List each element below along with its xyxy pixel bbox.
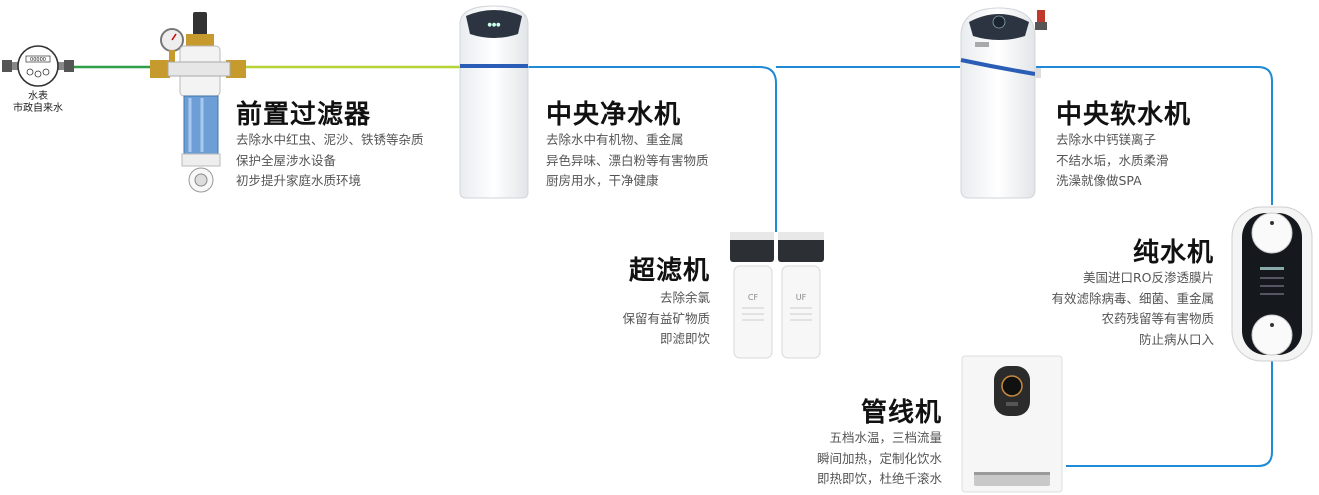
pipeline-desc: 五档水温，三档流量 瞬间加热，定制化饮水 即热即饮，杜绝千滚水: [772, 428, 942, 490]
meter-label-1: 水表: [28, 91, 48, 102]
cartridge-label-cf: CF: [748, 293, 759, 302]
prefilter-desc: 去除水中红虫、泥沙、铁锈等杂质 保护全屋涉水设备 初步提升家庭水质环境: [236, 130, 424, 192]
ro-desc: 美国进口RO反渗透膜片 有效滤除病毒、细菌、重金属 农药残留等有害物质 防止病从…: [1030, 268, 1214, 350]
ro-desc-line: 有效滤除病毒、细菌、重金属: [1051, 290, 1214, 306]
softener-desc-line: 不结水垢，水质柔滑: [1056, 152, 1169, 168]
ultrafilter-desc-line: 去除余氯: [659, 290, 710, 305]
pipe-to-pipeline: [1066, 360, 1273, 467]
prefilter-image: [150, 12, 246, 193]
svg-text:●●●: ●●●: [487, 22, 501, 28]
ro-desc-line: 防止病从口入: [1138, 331, 1214, 347]
ro-purifier-image: [1231, 206, 1313, 362]
ro-desc-line: 农药残留等有害物质: [1101, 311, 1214, 326]
ultrafilter-title: 超滤机: [628, 256, 710, 286]
pipeline-title: 管线机: [860, 398, 942, 428]
pipe-to-ro: [1036, 66, 1273, 205]
softener-desc: 去除水中钙镁离子 不结水垢，水质柔滑 洗澡就像做SPA: [1056, 130, 1169, 192]
ultrafilter-desc-line: 即滤即饮: [659, 331, 710, 346]
ro-desc-line: 美国进口RO反渗透膜片: [1082, 270, 1214, 285]
pipeline-machine-image: [961, 355, 1063, 493]
pipeline-desc-line: 即热即饮，杜绝千滚水: [816, 471, 942, 486]
prefilter-title: 前置过滤器: [236, 100, 372, 130]
central-purifier-desc-line: 异色异味、漂白粉等有害物质: [546, 152, 709, 168]
softener-desc-line: 洗澡就像做SPA: [1056, 173, 1142, 188]
ultrafilter-desc: 去除余氯 保留有益矿物质 即滤即饮: [560, 288, 710, 350]
central-purifier-image: ●●●: [459, 5, 529, 199]
central-purifier-desc-line: 厨房用水，干净健康: [546, 173, 659, 188]
softener-desc-line: 去除水中钙镁离子: [1056, 132, 1157, 147]
pipeline-desc-line: 瞬间加热，定制化饮水: [816, 450, 942, 466]
prefilter-desc-line: 去除水中红虫、泥沙、铁锈等杂质: [236, 132, 424, 147]
central-purifier-desc: 去除水中有机物、重金属 异色异味、漂白粉等有害物质 厨房用水，干净健康: [546, 130, 709, 192]
ultrafilter-desc-line: 保留有益矿物质: [622, 310, 710, 326]
central-purifier-title: 中央净水机: [546, 100, 682, 130]
pipeline-desc-line: 五档水温，三档流量: [829, 430, 942, 445]
pipe-to-ultrafilter: [528, 66, 777, 232]
meter-caption: 水表 市政自来水: [2, 91, 74, 115]
prefilter-desc-line: 保护全屋涉水设备: [236, 152, 337, 168]
ro-title: 纯水机: [1132, 238, 1214, 268]
ultrafilter-image: CF UF: [730, 232, 824, 359]
central-purifier-desc-line: 去除水中有机物、重金属: [546, 132, 684, 147]
meter-label-2: 市政自来水: [13, 103, 63, 114]
meter-reading: 00000: [30, 57, 46, 63]
cartridge-label-uf: UF: [796, 293, 807, 302]
softener-image: [960, 7, 1047, 199]
prefilter-desc-line: 初步提升家庭水质环境: [236, 173, 362, 188]
water-meter-icon: 00000: [2, 45, 74, 87]
softener-title: 中央软水机: [1056, 100, 1192, 130]
